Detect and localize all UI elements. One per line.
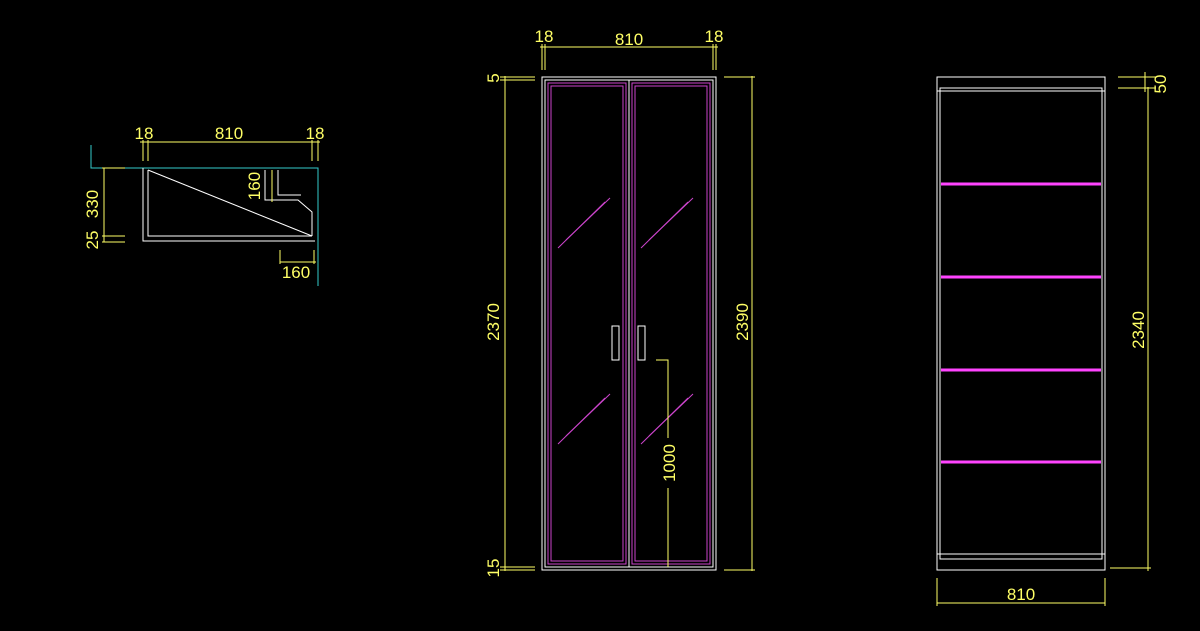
front-handle-height-label: 1000 [660, 444, 679, 482]
plan-step-outer [264, 170, 313, 236]
front-top-gap-label: 5 [484, 73, 503, 82]
interior-height-label: 2340 [1129, 311, 1148, 349]
plan-step-depth-label: 160 [245, 172, 264, 200]
plan-diagonal [147, 169, 313, 237]
right-door-handle [637, 325, 646, 361]
front-dimensions [500, 44, 755, 571]
front-width-label: 810 [615, 30, 643, 49]
front-door-height-label: 2370 [484, 303, 503, 341]
interior-top-panel-label: 50 [1151, 75, 1170, 94]
right-door-glass-inner [634, 85, 708, 562]
plan-body-inner [147, 170, 312, 237]
wall-line [90, 145, 319, 286]
shelves [941, 182, 1101, 464]
plan-body-outer [142, 168, 315, 242]
front-bottom-gap-label: 15 [484, 559, 503, 578]
front-view: 18 810 18 5 15 2370 2390 1000 [484, 27, 755, 577]
plan-dimensions [102, 140, 320, 264]
interior-frame-inner [939, 87, 1103, 560]
plan-width-label: 810 [215, 124, 243, 143]
front-overall-height-label: 2390 [733, 303, 752, 341]
interior-view: 50 2340 810 [936, 72, 1170, 606]
left-door-glass-inner [550, 85, 624, 562]
right-door-glass-outer [631, 82, 711, 565]
plan-right-side-label: 18 [306, 124, 325, 143]
interior-dimensions [936, 72, 1156, 606]
interior-width-label: 810 [1007, 585, 1035, 604]
front-left-side-label: 18 [535, 27, 554, 46]
plan-depth-label: 330 [83, 190, 102, 218]
front-right-side-label: 18 [705, 27, 724, 46]
interior-frame-outer [936, 76, 1106, 571]
glass-reflections [557, 197, 694, 445]
plan-view: 18 810 18 330 25 160 160 [83, 124, 324, 286]
plan-base-label: 25 [83, 231, 102, 250]
front-frame-outer [541, 76, 717, 571]
left-door-handle [611, 325, 620, 361]
plan-left-side-label: 18 [135, 124, 154, 143]
handle-height-label-mask [661, 438, 675, 488]
left-door-glass-outer [547, 82, 627, 565]
plan-step-width-label: 160 [282, 263, 310, 282]
plan-step-inner [277, 170, 301, 196]
